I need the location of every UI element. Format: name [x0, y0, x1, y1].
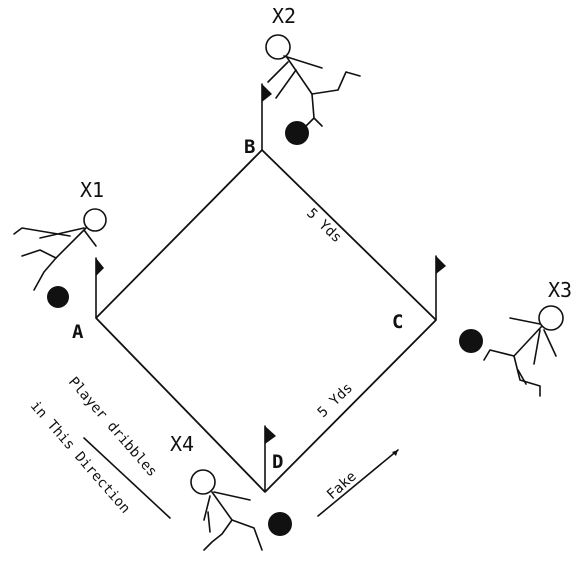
cone-label-b: B	[244, 136, 255, 158]
player-x1-figure	[13, 208, 107, 291]
fake-arrow-icon	[392, 450, 398, 456]
line-a-b	[95, 149, 263, 319]
ball-x1	[47, 286, 69, 308]
player-x4-figure	[190, 469, 263, 551]
player-x3-figure	[483, 305, 564, 397]
line-a-d	[95, 317, 266, 493]
flag-a-icon	[95, 257, 104, 319]
ball-x3	[459, 329, 483, 353]
flag-c-icon	[435, 255, 446, 321]
dribble-note-line2: in This Direction	[27, 398, 133, 517]
player-label-x3: X3	[548, 278, 572, 302]
ball-x2	[285, 121, 309, 145]
flag-b-icon	[261, 83, 272, 151]
line-c-d	[264, 319, 437, 493]
cone-label-d: D	[272, 451, 283, 473]
player-label-x4: X4	[170, 432, 194, 456]
dribble-direction-line	[83, 437, 171, 519]
flag-d-icon	[264, 425, 276, 493]
line-b-c	[261, 149, 437, 321]
player-x2-figure	[265, 34, 361, 127]
distance-label-d-c: 5 Yds	[315, 380, 356, 421]
cone-label-c: C	[392, 311, 403, 333]
ball-x4	[268, 512, 292, 536]
fake-direction-line	[317, 449, 399, 517]
player-label-x2: X2	[272, 4, 296, 28]
player-label-x1: X1	[80, 178, 104, 202]
cone-label-a: A	[72, 321, 84, 343]
